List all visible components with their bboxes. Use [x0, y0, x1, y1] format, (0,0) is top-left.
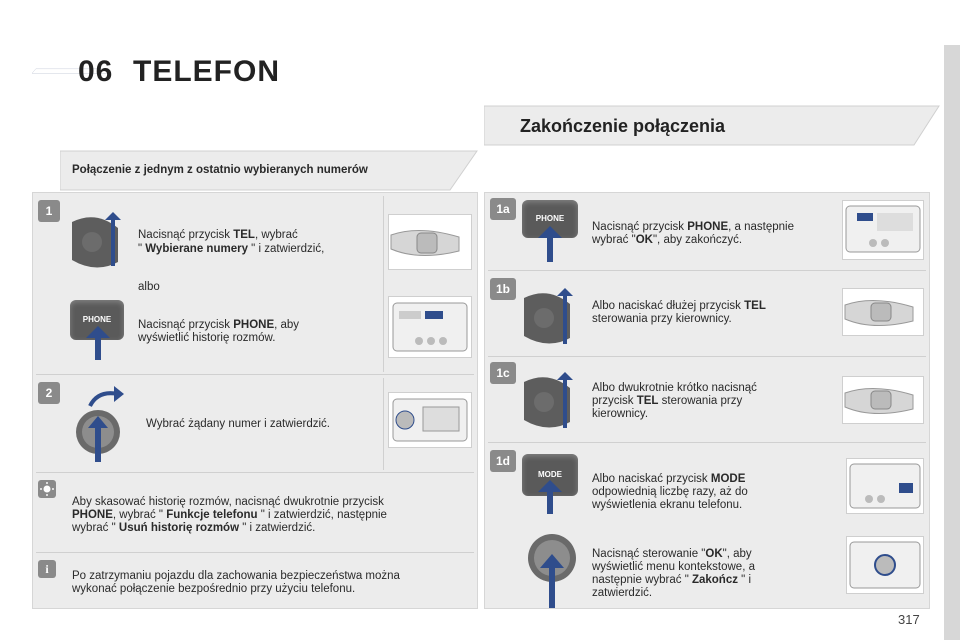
radio-knob-image: [388, 392, 472, 448]
page-number: 317: [898, 612, 920, 627]
rotary-knob-icon: [528, 534, 576, 608]
arrow-up-icon: [86, 326, 110, 360]
step1-line3: Nacisnąć przycisk PHONE, aby: [138, 319, 300, 331]
step2-text: Wybrać żądany numer i zatwierdzić.: [146, 418, 330, 430]
radio-knob-image: [846, 536, 924, 594]
step-divider-1: [36, 374, 474, 375]
tip-line2: PHONE, wybrać " Funkcje telefonu " i zat…: [72, 509, 387, 521]
s1b-line2: sterowania przy kierownicy.: [592, 313, 732, 325]
step1-image-divider: [383, 196, 384, 372]
side-tab-bar: [944, 45, 960, 640]
left-subheading: Połączenie z jednym z ostatnio wybierany…: [72, 164, 368, 176]
step1-line1: Nacisnąć przycisk TEL, wybrać: [138, 229, 298, 241]
step-badge-1b: 1b: [490, 278, 516, 300]
s1d-knob-line2: wyświetlić menu kontekstowe, a: [592, 561, 755, 573]
s1d-knob-line4: zatwierdzić.: [592, 587, 653, 599]
header-frame: [32, 68, 108, 74]
chapter-title: TELEFON: [133, 55, 280, 88]
s1c-line3: kierownicy.: [592, 408, 649, 420]
tip-line1: Aby skasować historię rozmów, nacisnąć d…: [72, 496, 384, 508]
step1-line2: " Wybierane numery " i zatwierdzić,: [138, 243, 325, 255]
step-badge-2: 2: [38, 382, 60, 404]
s1d-line3: wyświetlenia ekranu telefonu.: [592, 499, 743, 511]
s1d-line1: Albo naciskać przycisk MODE: [592, 473, 746, 485]
s1c-line2: przycisk TEL sterowania przy: [592, 395, 743, 407]
step-badge-1a: 1a: [490, 198, 516, 220]
s1b-line1: Albo naciskać dłużej przycisk TEL: [592, 300, 766, 312]
info-icon: i: [38, 560, 56, 578]
s1d-knob-line1: Nacisnąć sterowanie "OK", aby: [592, 548, 752, 560]
section-heading-frame: [484, 105, 940, 146]
step1-or: albo: [138, 281, 160, 293]
arrow-up-icon: [538, 226, 562, 262]
s1a-line2: wybrać "OK", aby zakończyć.: [592, 234, 743, 246]
chapter-number: 06: [78, 55, 114, 88]
step1-line4: wyświetlić historię rozmów.: [138, 332, 276, 344]
s1d-knob-line3: następnie wybrać " Zakończ " i: [592, 574, 752, 586]
steering-wheel-image: [388, 214, 472, 270]
rotary-knob-icon: [76, 386, 124, 462]
steering-control-icon: [524, 372, 573, 428]
info-line2: wykonać połączenie bezpośrednio przy uży…: [72, 583, 356, 595]
r-divider-3: [488, 442, 926, 443]
radio-panel-image: [846, 458, 924, 514]
s1d-line2: odpowiednią liczbę razy, aż do: [592, 486, 748, 498]
tip-sun-icon: [38, 480, 56, 498]
step-badge-1c: 1c: [490, 362, 516, 384]
steering-control-icon: [524, 288, 573, 344]
step-badge-1: 1: [38, 200, 60, 222]
radio-panel-image: [842, 200, 924, 260]
r-divider-2: [488, 356, 926, 357]
r-divider-1: [488, 270, 926, 271]
radio-panel-image: [388, 296, 472, 358]
step2-image-divider: [383, 378, 384, 470]
steering-wheel-image: [842, 376, 924, 424]
tip-line3: wybrać " Usuń historię rozmów " i zatwie…: [72, 522, 316, 534]
step-divider-3: [36, 552, 474, 553]
steering-control-icon: [72, 212, 121, 268]
section-heading: Zakończenie połączenia: [520, 116, 726, 136]
s1a-line1: Nacisnąć przycisk PHONE, a następnie: [592, 221, 794, 233]
steering-wheel-image: [842, 288, 924, 336]
step-badge-1d: 1d: [490, 450, 516, 472]
info-line1: Po zatrzymaniu pojazdu dla zachowania be…: [72, 570, 400, 582]
s1c-line1: Albo dwukrotnie krótko nacisnąć: [592, 382, 757, 394]
arrow-up-icon: [538, 480, 562, 514]
left-subheading-frame: [60, 150, 478, 191]
step-divider-2: [36, 472, 474, 473]
